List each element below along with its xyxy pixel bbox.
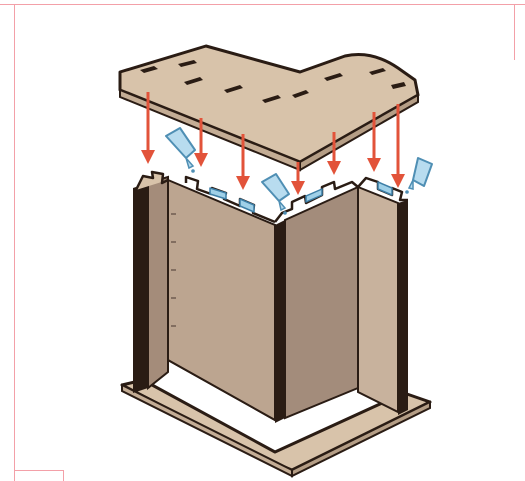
center-wall: [275, 187, 358, 423]
glue-bottle-center: [262, 174, 289, 215]
glue-bottle-left: [166, 128, 195, 173]
glue-bottle-right: [405, 158, 432, 194]
right-wall: [358, 187, 408, 415]
